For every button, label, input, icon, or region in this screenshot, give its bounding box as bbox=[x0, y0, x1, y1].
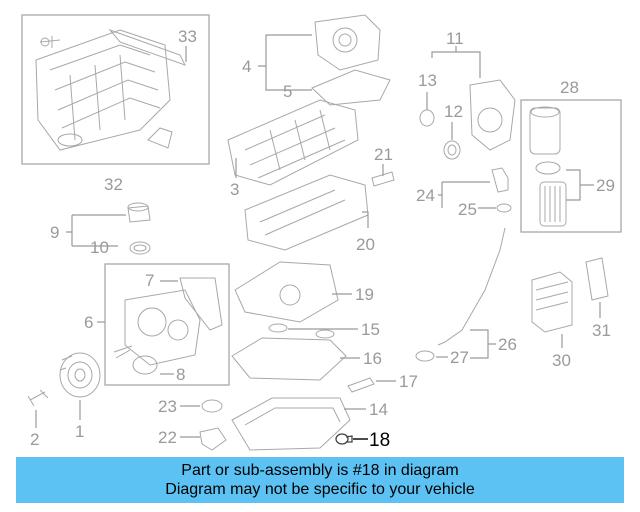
callout-8: 8 bbox=[176, 365, 185, 384]
callout-28: 28 bbox=[560, 78, 579, 97]
banner-line-1: Part or sub-assembly is #18 in diagram bbox=[181, 462, 459, 479]
leader-9-10 bbox=[66, 214, 126, 247]
callout-12: 12 bbox=[444, 102, 463, 121]
baffle-19-drawing bbox=[234, 261, 339, 323]
callout-26: 26 bbox=[498, 335, 517, 354]
callout-17: 17 bbox=[399, 372, 418, 391]
cap-9-10-drawing bbox=[127, 202, 151, 255]
sensor-22-drawing bbox=[199, 427, 227, 451]
leader-20 bbox=[362, 211, 369, 228]
ladder-frame-drawing bbox=[244, 174, 369, 251]
timing-cover-drawing bbox=[419, 79, 516, 160]
callout-18-highlighted: 18 bbox=[369, 430, 390, 451]
callout-9: 9 bbox=[50, 223, 59, 242]
intake-manifold-group-box bbox=[21, 14, 210, 165]
seal-15-drawing bbox=[268, 323, 335, 339]
callout-3: 3 bbox=[230, 180, 239, 199]
pulley-drawing bbox=[59, 352, 101, 398]
callout-30: 30 bbox=[552, 351, 571, 370]
sensor-24-25-drawing bbox=[491, 167, 512, 213]
part-21-drawing bbox=[371, 171, 395, 187]
callout-22: 22 bbox=[158, 428, 177, 447]
cylinder-head-drawing bbox=[227, 99, 359, 186]
callout-1: 1 bbox=[75, 422, 84, 441]
drain-plug-18-drawing bbox=[335, 433, 353, 445]
callout-23: 23 bbox=[158, 397, 177, 416]
callout-7: 7 bbox=[145, 271, 154, 290]
callout-20: 20 bbox=[356, 235, 375, 254]
leader-24 bbox=[438, 181, 490, 208]
banner-line-2: Diagram may not be specific to your vehi… bbox=[165, 481, 475, 498]
bolt-2-drawing bbox=[27, 389, 49, 407]
leader-11 bbox=[431, 46, 481, 78]
washer-23-drawing bbox=[201, 399, 223, 413]
front-cover-group-box bbox=[104, 263, 230, 386]
callout-5: 5 bbox=[283, 82, 292, 101]
callout-4: 4 bbox=[242, 57, 251, 76]
callout-24: 24 bbox=[416, 186, 435, 205]
callout-27: 27 bbox=[450, 348, 469, 367]
callout-25: 25 bbox=[458, 200, 477, 219]
callout-2: 2 bbox=[30, 430, 39, 449]
callout-6: 6 bbox=[84, 313, 93, 332]
callout-10: 10 bbox=[90, 238, 109, 257]
callout-13: 13 bbox=[418, 71, 437, 90]
info-banner: Part or sub-assembly is #18 in diagram D… bbox=[16, 457, 624, 503]
callout-32: 32 bbox=[104, 175, 123, 194]
seal-27-drawing bbox=[415, 350, 435, 362]
callout-15: 15 bbox=[361, 320, 380, 339]
callout-11: 11 bbox=[446, 29, 464, 48]
callout-31: 31 bbox=[592, 321, 611, 340]
gasket-31-drawing bbox=[585, 257, 609, 301]
gasket-16-drawing bbox=[231, 337, 347, 381]
leader-4-5 bbox=[258, 34, 312, 91]
leader-26 bbox=[470, 329, 496, 359]
callout-29: 29 bbox=[596, 176, 615, 195]
leader-29 bbox=[566, 169, 594, 201]
callout-16: 16 bbox=[363, 349, 382, 368]
callout-33: 33 bbox=[178, 27, 197, 46]
oil-filter-drawing bbox=[529, 106, 567, 227]
callout-19: 19 bbox=[355, 285, 374, 304]
intake-manifold-drawing bbox=[35, 28, 187, 151]
callout-14: 14 bbox=[369, 400, 388, 419]
callout-21: 21 bbox=[374, 145, 393, 164]
oil-pan-drawing bbox=[231, 397, 351, 451]
dipstick-drawing bbox=[437, 227, 506, 346]
front-cover-drawing bbox=[113, 277, 223, 375]
top-cover-drawing bbox=[311, 14, 391, 106]
oil-cooler-drawing bbox=[531, 271, 573, 333]
part-17-drawing bbox=[347, 377, 375, 393]
oil-filter-group-box bbox=[520, 99, 622, 233]
